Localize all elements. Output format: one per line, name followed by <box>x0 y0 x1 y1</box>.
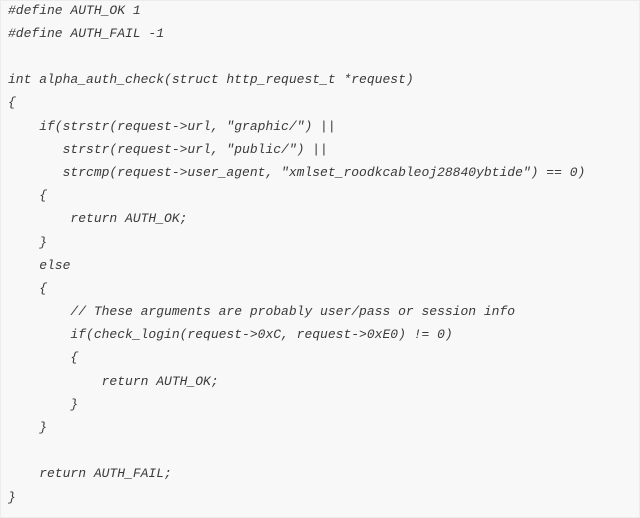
code-line-2: #define AUTH_FAIL -1 <box>8 26 165 41</box>
code-line-21: return AUTH_FAIL; <box>8 466 172 481</box>
code-line-16: { <box>8 350 79 365</box>
code-line-15: if(check_login(request->0xC, request->0x… <box>8 327 453 342</box>
code-line-8: strcmp(request->user_agent, "xmlset_rood… <box>8 165 586 180</box>
code-line-7: strstr(request->url, "public/") || <box>8 142 328 157</box>
code-line-10: return AUTH_OK; <box>8 211 188 226</box>
code-line-19: } <box>8 420 48 435</box>
code-line-1: #define AUTH_OK 1 <box>8 3 141 18</box>
code-line-22: } <box>8 490 16 505</box>
code-line-9: { <box>8 188 48 203</box>
code-line-12: else <box>8 258 71 273</box>
code-line-17: return AUTH_OK; <box>8 374 219 389</box>
code-line-14: // These arguments are probably user/pas… <box>8 304 516 319</box>
code-line-6: if(strstr(request->url, "graphic/") || <box>8 119 336 134</box>
code-line-11: } <box>8 235 48 250</box>
code-line-5: { <box>8 95 16 110</box>
code-line-18: } <box>8 397 79 412</box>
code-line-4: int alpha_auth_check(struct http_request… <box>8 72 414 87</box>
code-line-13: { <box>8 281 48 296</box>
